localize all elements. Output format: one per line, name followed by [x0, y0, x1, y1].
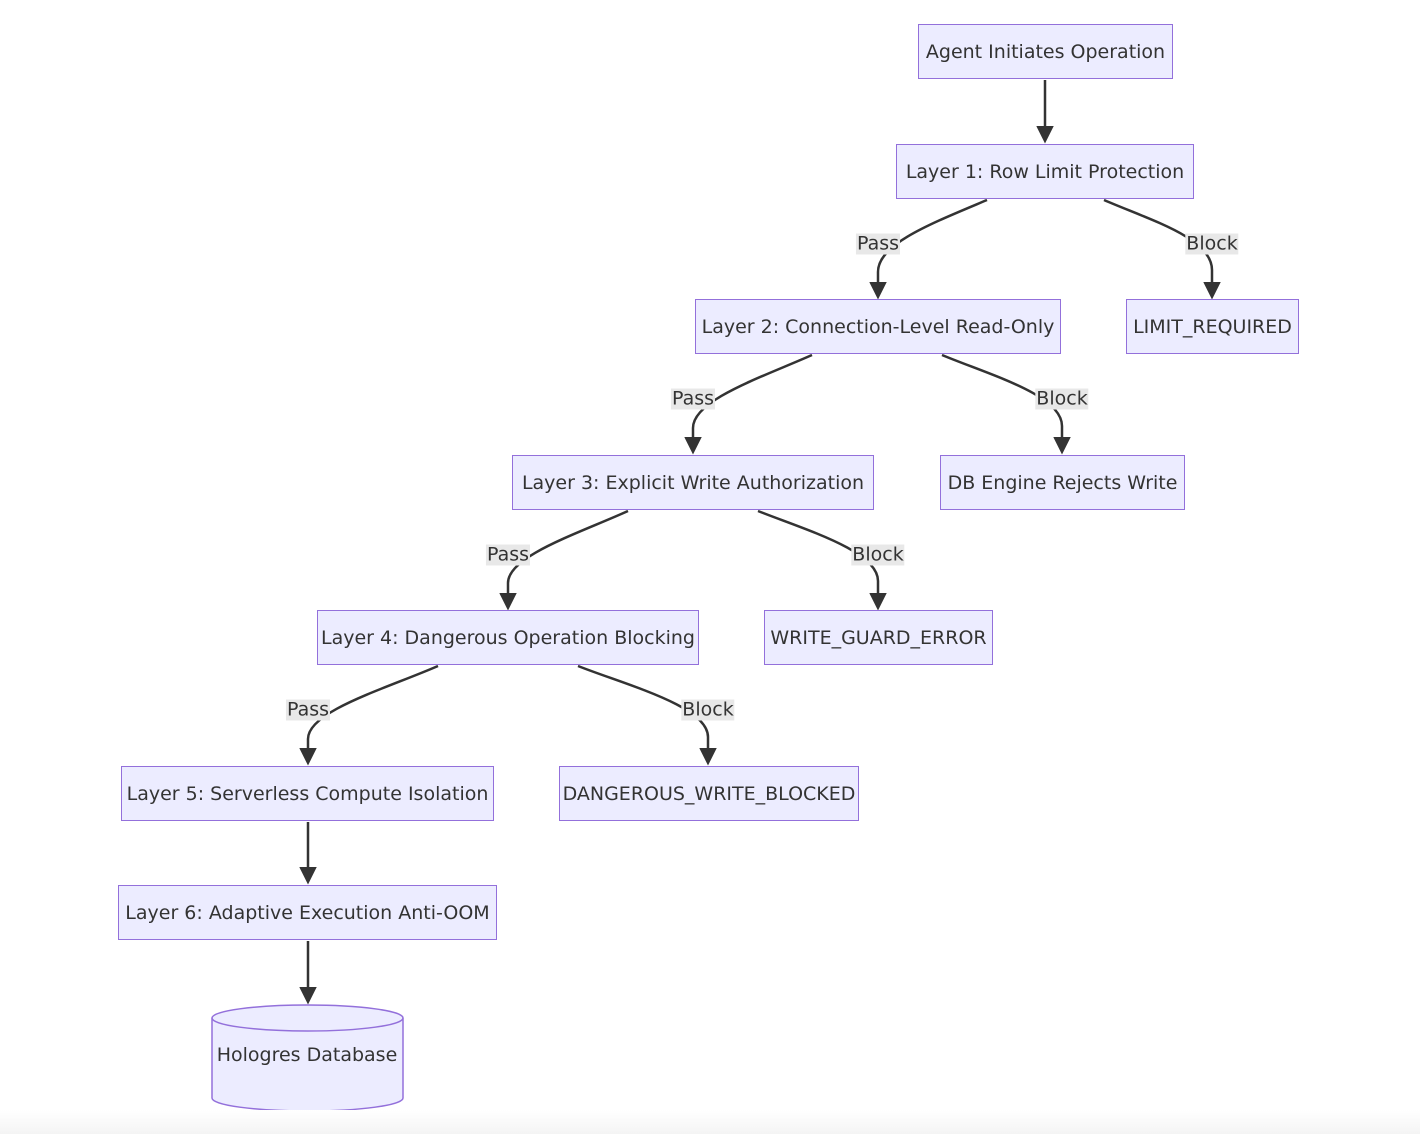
edge-label-layer3-pass: Pass	[485, 543, 531, 566]
edge-layer1-pass	[869, 198, 988, 300]
edge-layer3-block	[757, 509, 887, 611]
node-hologres-database: Hologres Database	[216, 1044, 398, 1066]
edge-layer2-pass	[684, 353, 813, 455]
edge-layer2-block	[941, 353, 1071, 455]
node-agent-initiates-operation: Agent Initiates Operation	[918, 24, 1173, 79]
node-layer3-explicit-write-authorization: Layer 3: Explicit Write Authorization	[512, 455, 874, 510]
edge-label-layer1-pass: Pass	[855, 232, 901, 255]
edge-label-layer2-pass: Pass	[670, 387, 716, 410]
node-limit-required: LIMIT_REQUIRED	[1126, 299, 1299, 354]
node-write-guard-error: WRITE_GUARD_ERROR	[764, 610, 993, 665]
node-layer1-row-limit-protection: Layer 1: Row Limit Protection	[896, 144, 1194, 199]
database-cylinder	[211, 1004, 404, 1112]
edge-label-layer4-block: Block	[681, 698, 735, 721]
edge-layer3-pass	[499, 509, 629, 611]
node-dangerous-write-blocked: DANGEROUS_WRITE_BLOCKED	[559, 766, 859, 821]
bottom-edge-shade	[0, 1110, 1420, 1134]
node-layer2-connection-read-only: Layer 2: Connection-Level Read-Only	[695, 299, 1061, 354]
edge-layer1-block	[1103, 198, 1221, 300]
edge-label-layer1-block: Block	[1185, 232, 1239, 255]
edge-label-layer3-block: Block	[851, 543, 905, 566]
node-layer6-adaptive-execution-anti-oom: Layer 6: Adaptive Execution Anti-OOM	[118, 885, 497, 940]
edge-layer4-block	[577, 664, 717, 766]
edge-label-layer4-pass: Pass	[285, 698, 331, 721]
edge-label-layer2-block: Block	[1035, 387, 1089, 410]
node-db-engine-rejects-write: DB Engine Rejects Write	[940, 455, 1185, 510]
node-layer4-dangerous-operation-blocking: Layer 4: Dangerous Operation Blocking	[317, 610, 699, 665]
edge-layer4-pass	[299, 664, 439, 766]
node-layer5-serverless-compute-isolation: Layer 5: Serverless Compute Isolation	[121, 766, 494, 821]
